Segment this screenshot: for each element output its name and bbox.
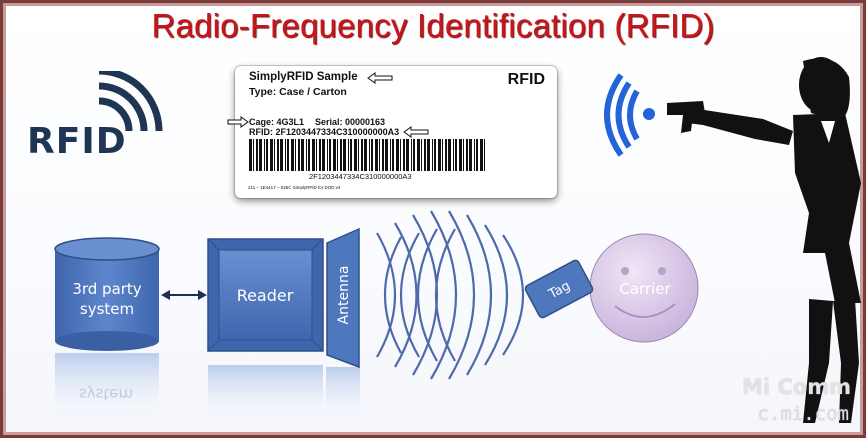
system-label-line2: system [80,300,134,318]
watermark-url: c.mi.com [757,403,849,425]
woman-silhouette [667,57,861,423]
carrier-face: Carrier [590,234,698,342]
rfid-flow-diagram: system 3rd party system Reader [3,3,866,438]
reader-box: Reader [208,239,323,351]
watermark-title: Mi Comm [742,375,851,399]
antenna: Antenna [327,229,359,367]
radio-waves [377,211,523,379]
system-reflection-text: system [79,385,133,403]
tag: Tag [524,259,594,319]
antenna-label: Antenna [336,266,352,325]
signal-waves-icon [607,75,655,155]
carrier-label: Carrier [619,280,671,298]
system-label-line1: 3rd party [72,280,141,298]
reflection: system [55,353,360,425]
third-party-system: 3rd party system [55,238,159,351]
double-arrow-icon [161,290,207,300]
reader-label: Reader [237,286,294,305]
